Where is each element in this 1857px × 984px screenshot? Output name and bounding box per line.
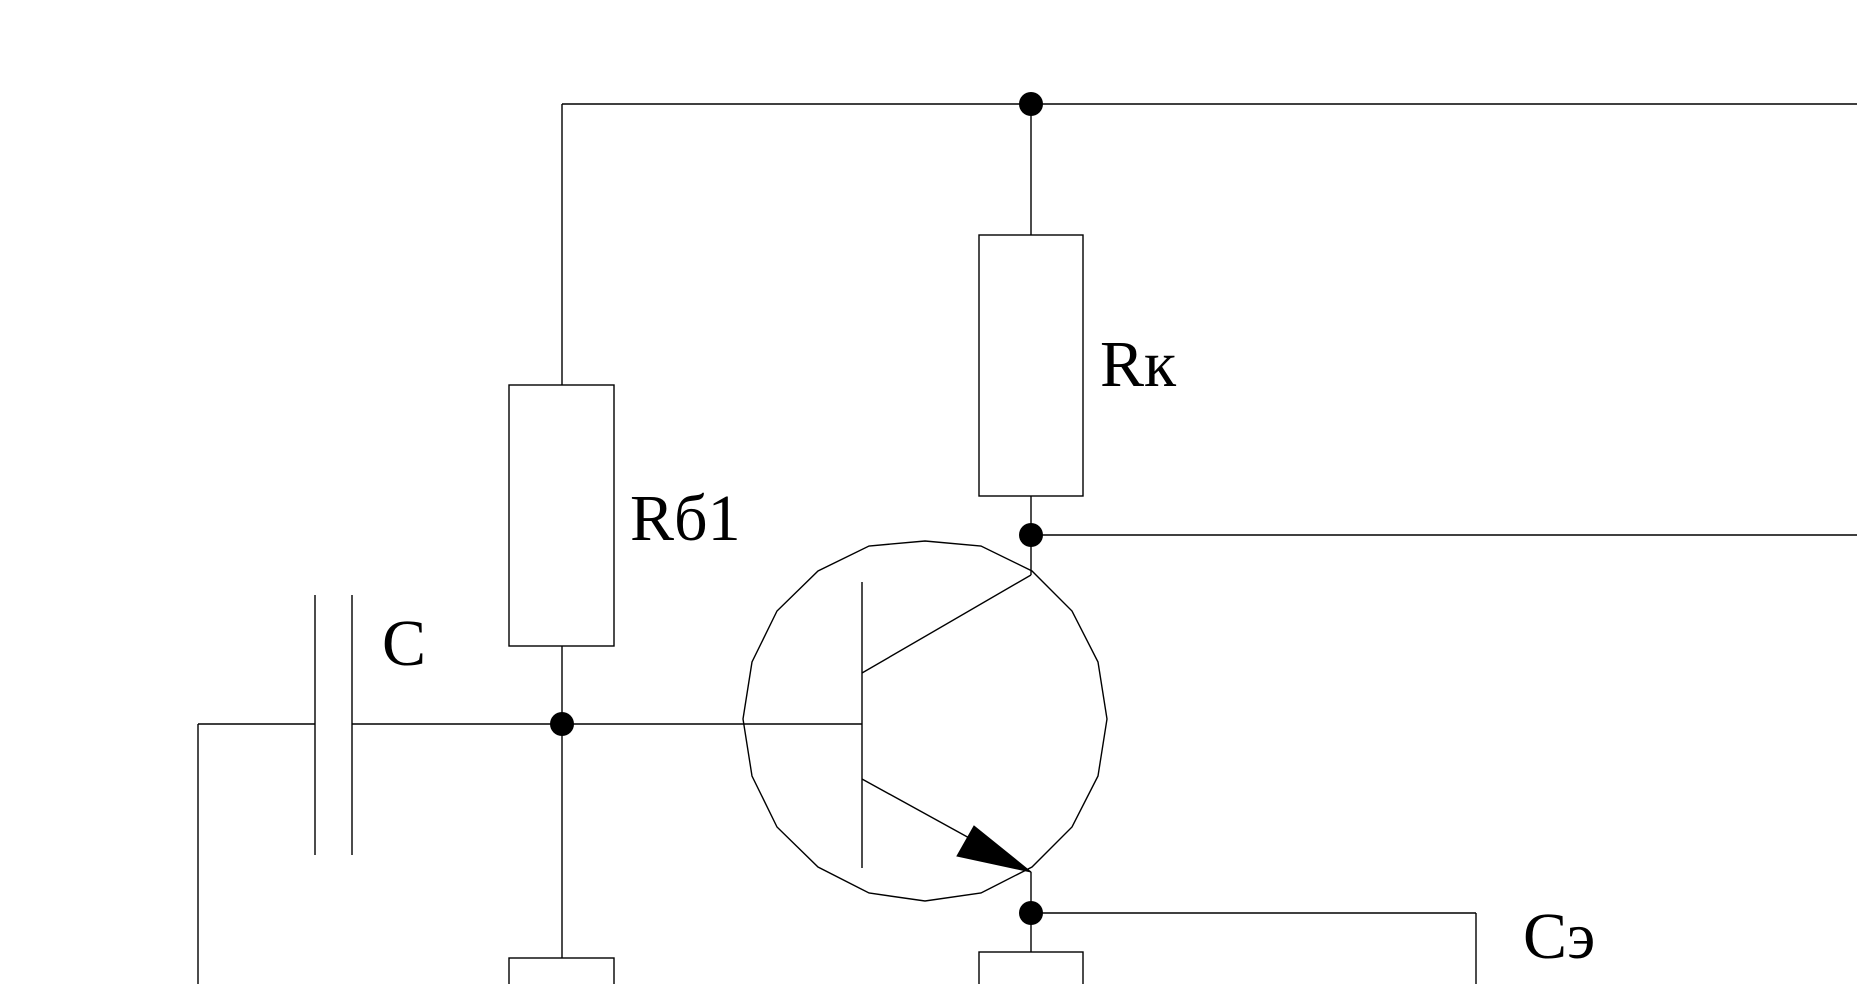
supply-rail	[561, 92, 1857, 385]
rk-label: Rк	[1100, 328, 1177, 401]
rb1-body	[508, 384, 615, 647]
transistor-envelope	[742, 540, 1108, 902]
ce-label: Cэ	[1523, 900, 1595, 973]
rb1-label: Rб1	[630, 482, 741, 555]
collector-output	[1019, 523, 1857, 547]
input-capacitor: C	[197, 595, 862, 984]
emitter-arrow-icon	[956, 825, 1032, 873]
rk-body	[978, 234, 1084, 497]
emitter-node: Cэ	[978, 872, 1595, 984]
c-label: C	[382, 607, 426, 680]
rb2-body	[508, 957, 615, 984]
base-junction-dot	[550, 712, 574, 736]
npn-transistor	[742, 540, 1108, 902]
re-body	[978, 951, 1084, 984]
base-resistor: Rб1	[508, 384, 741, 958]
collector-resistor: Rк	[978, 104, 1177, 575]
collector-junction-dot	[1019, 523, 1043, 547]
transistor-collector-lead	[861, 574, 1032, 674]
